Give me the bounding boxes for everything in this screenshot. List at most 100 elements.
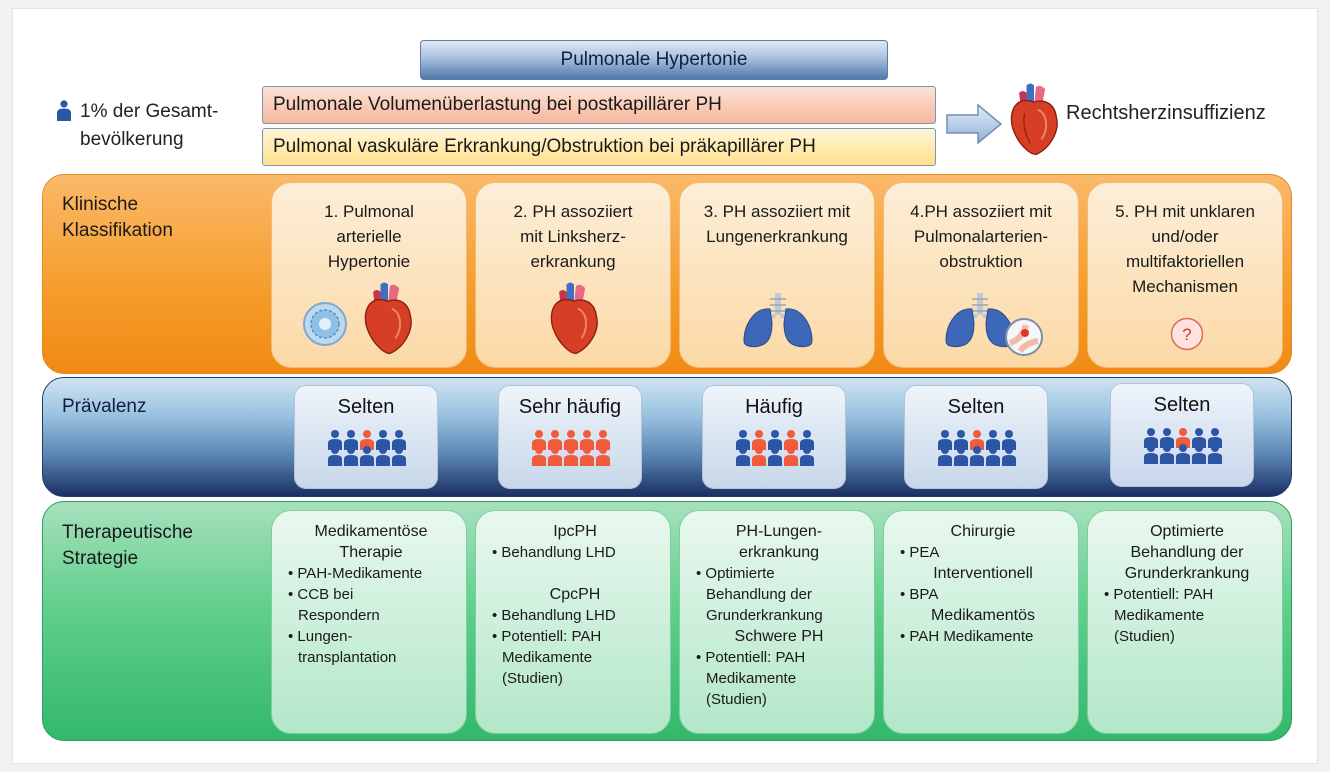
person-icon [1147,444,1155,452]
heart-icon [364,282,412,355]
prevalence-card: Selten [1110,383,1254,487]
diagram-title: Pulmonale Hypertonie [420,40,888,80]
question-icon: ? [1170,317,1204,351]
person-icon [803,430,811,438]
prevalence-label: Selten [1153,394,1211,416]
person-icon [583,430,591,438]
person-icon [596,439,610,450]
person-icon [1147,428,1155,436]
therapy-line: Grunderkrankung [706,607,823,624]
person-icon [1192,453,1206,464]
person-icon [755,430,763,438]
person-icon [739,430,747,438]
therapy-line: Grunderkrankung [1124,565,1250,582]
person-icon [328,439,342,450]
population-icon [938,430,1016,466]
person-icon [376,439,390,450]
person-icon [395,446,403,454]
therapy-line: Medikamentöse [314,523,428,540]
person-icon [1005,446,1013,454]
person-icon [1176,453,1190,464]
therapy-line: • Potentiell: PAH [492,628,602,645]
person-icon [1211,428,1219,436]
therapy-line: Interventionell [933,565,1033,582]
person-icon [344,439,358,450]
classification-card: 1. Pulmonal arterielle Hypertonie [271,182,467,368]
person-icon [1002,439,1016,450]
person-icon [970,439,984,450]
person-icon [1002,455,1016,466]
person-icon [1160,437,1174,448]
therapy-line: (Studien) [1114,628,1175,645]
person-icon [363,430,371,438]
person-icon [1192,437,1206,448]
person-icon [1195,444,1203,452]
therapy-line: Behandlung der [706,586,812,603]
person-icon [1179,444,1187,452]
classification-card: 5. PH mit unklaren und/oder multifaktori… [1087,182,1283,368]
classification-text: 4.PH assoziiert mit Pulmonalarterien- ob… [910,202,1052,271]
lungs-icon [743,293,813,348]
therapy-line: erkrankung [738,544,820,561]
person-icon [564,455,578,466]
person-icon [532,455,546,466]
prevalence-label: Selten [337,396,395,418]
person-icon [564,439,578,450]
person-icon [1163,428,1171,436]
precapillary-text: Pulmonal vaskuläre Erkrankung/Obstruktio… [273,136,816,157]
population-icon [328,430,406,466]
person-icon [328,455,342,466]
classification-card: 3. PH assoziiert mit Lungenerkrankung [679,182,875,368]
prevalence-card: Selten [904,385,1048,489]
person-icon [800,439,814,450]
therapy-line: Chirurgie [950,523,1016,540]
therapy-line: transplantation [298,649,397,666]
person-icon [392,439,406,450]
classification-text: 2. PH assoziiert mit Linksherz- erkranku… [513,202,633,271]
person-icon [1144,437,1158,448]
person-icon [1163,444,1171,452]
population-icon [1144,428,1222,464]
person-icon [1176,437,1190,448]
population-icon [532,430,610,466]
person-icon [347,430,355,438]
person-icon [344,455,358,466]
therapy-line: Behandlung der [1130,544,1244,561]
therapy-line: Respondern [298,607,380,624]
postcapillary-text: Pulmonale Volumenüberlastung bei postkap… [273,94,722,115]
person-icon [599,430,607,438]
population-share: 1% der Gesamt- bevölkerung [80,101,219,150]
person-icon [1211,444,1219,452]
therapy-line: • PAH Medikamente [900,628,1034,645]
person-icon [392,455,406,466]
therapy-line: PH-Lungen- [735,523,823,540]
person-icon [1144,453,1158,464]
person-icon [331,430,339,438]
prevalence-label: Sehr häufig [518,396,622,418]
person-icon [954,439,968,450]
person-icon [736,439,750,450]
person-icon [787,446,795,454]
therapy-section-label: Therapeutische Strategie [62,522,193,569]
svg-text:?: ? [1182,325,1191,344]
right-heart-failure-label: Rechtsherzinsuffizienz [1066,102,1266,124]
person-icon [551,446,559,454]
therapy-line: Medikamentös [930,607,1036,624]
vessel-obstruction-icon [1005,318,1043,356]
classification-text: 1. Pulmonal arterielle Hypertonie [324,202,414,271]
person-icon [938,439,952,450]
person-icon [752,439,766,450]
person-icon [551,430,559,438]
person-icon [376,455,390,466]
person-icon [1179,428,1187,436]
person-icon [379,430,387,438]
person-icon [752,455,766,466]
postcapillary-bar: Pulmonale Volumenüberlastung bei postkap… [262,86,936,124]
person-icon [548,455,562,466]
therapy-line: Medikamente [706,670,797,687]
heart-icon [550,282,598,355]
